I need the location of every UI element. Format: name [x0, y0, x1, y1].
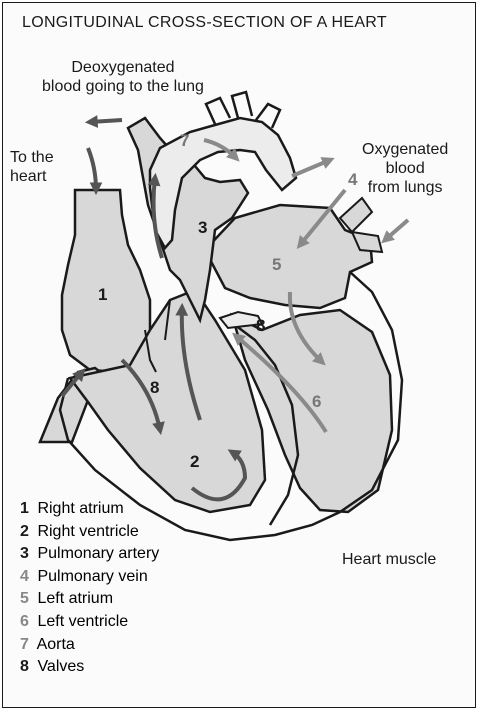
arrow-pv-in-upper [296, 188, 347, 249]
left-atrium [203, 203, 374, 310]
arrow-rv-curl [190, 449, 248, 502]
legend-text: Right ventricle [33, 522, 139, 540]
aorta [148, 116, 298, 251]
legend-item: 1 Right atrium [20, 498, 159, 521]
legend-number: 8 [20, 658, 29, 676]
legend-item: 4 Pulmonary vein [20, 566, 159, 589]
number-6-left-ventricle: 6 [312, 392, 322, 411]
label-oxygenated-line2: blood [385, 160, 425, 177]
label-to-the-heart: To the heart [10, 148, 54, 186]
septum [234, 324, 300, 526]
legend-item: 8 Valves [20, 656, 159, 679]
legend-text: Pulmonary vein [33, 567, 148, 585]
number-1-right-atrium: 1 [98, 285, 108, 304]
arrow-svc-down [86, 147, 103, 196]
arrow-ivc-up [60, 368, 86, 398]
legend-item: 6 Left ventricle [20, 611, 159, 634]
legend-text: Right atrium [33, 500, 124, 517]
number-3-pulmonary-artery: 3 [198, 218, 208, 237]
legend-text: Aorta [33, 635, 75, 653]
right-ventricle [67, 288, 267, 514]
legend-number: 2 [20, 522, 29, 540]
arrow-aorta-out [291, 157, 335, 178]
arrow-rv-up [175, 302, 202, 421]
legend-text: Left atrium [33, 590, 114, 608]
tricuspid-valve [144, 299, 171, 373]
number-5-left-atrium: 5 [272, 255, 282, 274]
legend-text: Pulmonary artery [33, 545, 160, 563]
label-to-heart-line2: heart [10, 168, 47, 185]
aorta-branches [204, 90, 282, 129]
heart-outer-wall [58, 271, 404, 542]
legend-number: 6 [20, 612, 29, 630]
legend-item: 3 Pulmonary artery [20, 543, 159, 566]
label-to-heart-line1: To the [10, 149, 54, 166]
legend-number: 5 [20, 590, 29, 608]
legend-number: 1 [20, 500, 29, 517]
arrow-ra-to-rv [120, 358, 165, 436]
arrow-pa-left [84, 115, 123, 128]
pulmonary-vein [338, 196, 384, 254]
arrow-la-to-lv [287, 291, 326, 366]
legend-item: 5 Left atrium [20, 588, 159, 611]
label-deoxygenated-line1: Deoxygenated [71, 59, 175, 76]
label-oxygenated-line3: from lungs [367, 179, 443, 196]
arrow-pa-up [147, 172, 164, 259]
number-2-right-ventricle: 2 [190, 452, 200, 471]
legend-item: 2 Right ventricle [20, 521, 159, 544]
diagram-title: LONGITUDINAL CROSS-SECTION OF A HEART [22, 14, 387, 31]
label-deoxygenated-line2: blood going to the lung [42, 78, 204, 95]
arrow-lv-up [232, 332, 328, 434]
number-4-pulmonary-vein: 4 [348, 170, 358, 189]
label-oxygenated-line1: Oxygenated [362, 141, 449, 158]
legend-text: Left ventricle [33, 612, 129, 630]
legend-item: 7 Aorta [20, 634, 159, 657]
number-7-aorta: 7 [180, 131, 190, 150]
legend-number: 3 [20, 545, 29, 563]
arrow-pv-in-right [381, 218, 410, 244]
label-heart-muscle: Heart muscle [342, 551, 437, 568]
superior-vena-cava [60, 188, 152, 374]
arrow-aorta-right [203, 138, 240, 162]
mitral-valve [218, 310, 264, 330]
legend-number: 4 [20, 567, 29, 585]
label-deoxygenated: Deoxygenated blood going to the lung [42, 58, 204, 96]
legend-text: Valves [33, 658, 85, 676]
legend-number: 7 [20, 635, 29, 653]
number-8-tricuspid-valve: 8 [150, 378, 160, 397]
number-8-mitral-valve: 8 [256, 316, 266, 335]
label-oxygenated: Oxygenated blood from lungs [362, 140, 448, 197]
